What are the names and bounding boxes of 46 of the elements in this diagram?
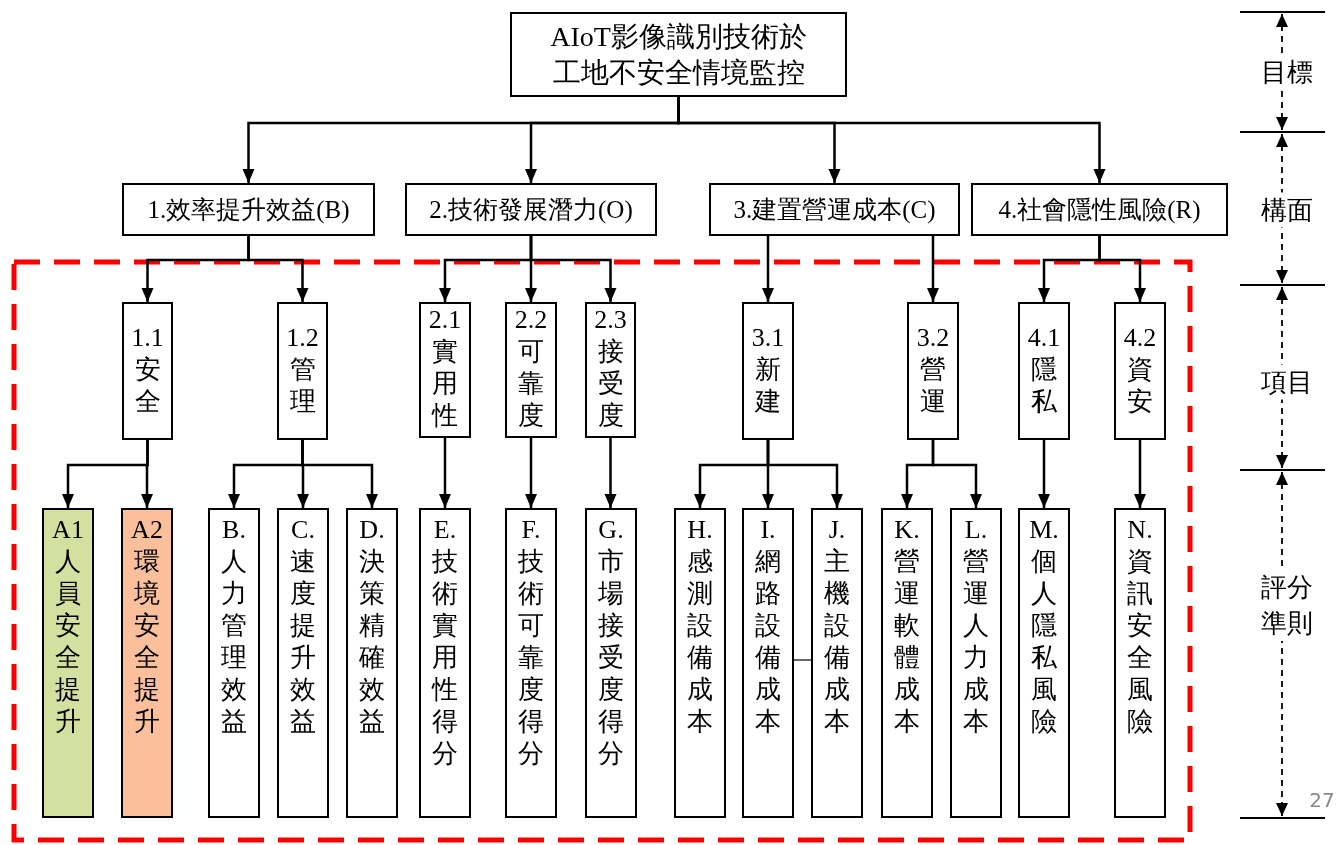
arrow	[1038, 440, 1050, 508]
arrow	[529, 236, 617, 302]
item-box: K. 營運軟體成本	[881, 508, 933, 818]
arrow	[141, 440, 153, 508]
arrow	[766, 440, 843, 508]
item-box: B. 人力管理效益	[208, 508, 260, 818]
dimension-box: 4.社會隱性風險(R)	[971, 183, 1228, 236]
item-box: 1.2 管理	[277, 302, 328, 440]
level-label: 構面	[1261, 192, 1313, 228]
dimension-box: 2.技術發展潛力(O)	[405, 183, 657, 236]
item-box: 1.1 安全	[122, 302, 173, 440]
item-box: J. 主機設備成本	[811, 508, 863, 818]
item-box: I. 網路設備成本	[742, 508, 794, 818]
arrow	[927, 236, 939, 302]
dimension-box: 3.建置營運成本(C)	[709, 183, 960, 236]
arrow	[762, 236, 774, 302]
item-box: 4.2 資安	[1114, 302, 1166, 440]
item-box: E. 技術實用性得分	[419, 508, 471, 818]
arrow	[247, 236, 309, 302]
arrow	[604, 438, 617, 508]
connector-line	[793, 659, 812, 661]
arrow	[301, 440, 378, 508]
arrow	[525, 438, 537, 508]
item-box: 3.1 新建	[742, 302, 794, 440]
item-box: H. 感測設備成本	[674, 508, 726, 818]
arrow	[931, 440, 982, 508]
item-box: 2.3 接受度	[585, 302, 636, 438]
item-box: 4.1 隱私	[1018, 302, 1070, 440]
item-box: L. 營運人力成本	[950, 508, 1002, 818]
item-box: A1 人員安全提升	[42, 508, 94, 818]
item-box: N. 資訊安全風險	[1114, 508, 1166, 818]
item-box: C. 速度提升效益	[277, 508, 329, 818]
item-box: 3.2 營運	[907, 302, 959, 440]
arrow	[1134, 440, 1146, 508]
arrow	[1098, 236, 1146, 302]
item-box: D. 決策精確效益	[346, 508, 398, 818]
item-box: A2 環境安全提升	[121, 508, 173, 818]
item-box: G. 市場接受度得分	[585, 508, 637, 818]
level-label: 評分準則	[1259, 569, 1315, 641]
goal-box: AIoT影像識別技術於工地不安全情境監控	[510, 12, 847, 97]
item-box: F. 技術可靠度得分	[505, 508, 557, 818]
item-box: M. 個人隱私風險	[1018, 508, 1070, 818]
item-box: 2.1 實用性	[419, 302, 471, 438]
dimension-box: 1.效率提升效益(B)	[122, 183, 375, 236]
item-box: 2.2 可靠度	[505, 302, 557, 438]
arrow	[439, 438, 451, 508]
